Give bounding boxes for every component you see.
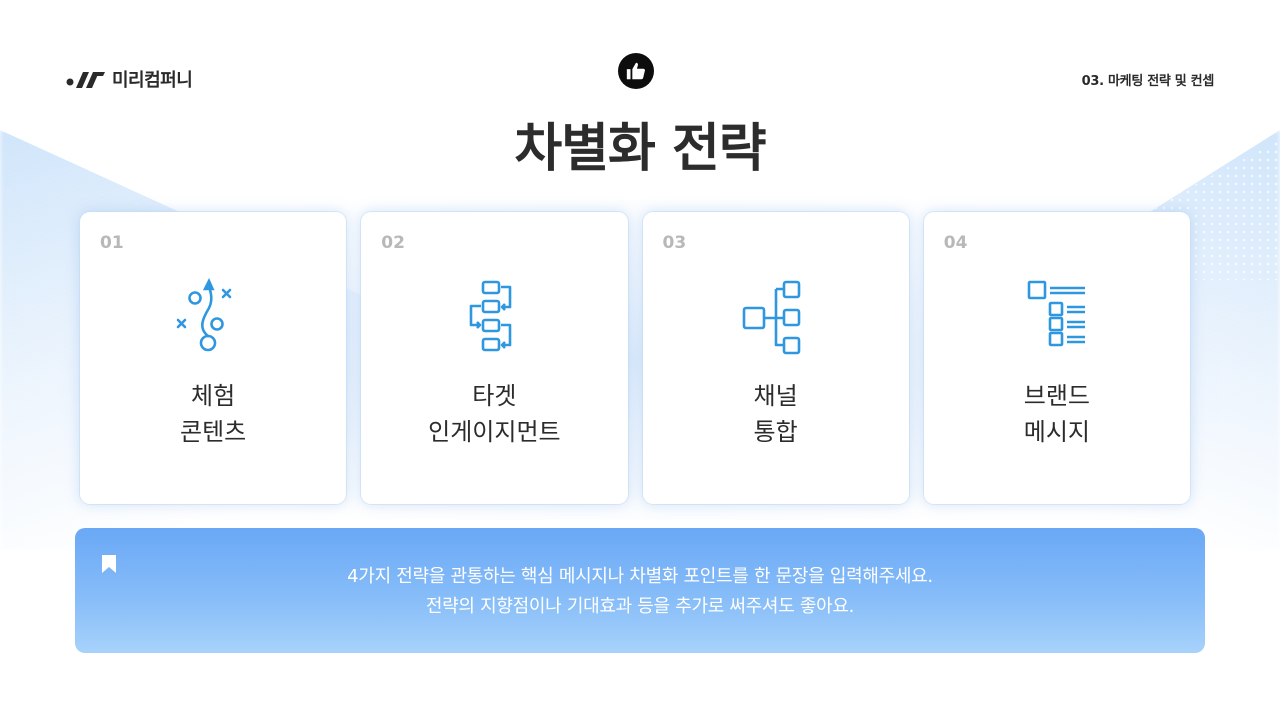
card-number: 02 [381, 233, 405, 253]
logo-text: 미리컴퍼니 [112, 70, 193, 91]
strategy-card-4: 04 브랜드 메시지 [923, 212, 1190, 504]
strategy-card-3: 03 채널 통합 [642, 212, 909, 504]
summary-box: 4가지 전략을 관통하는 핵심 메시지나 차별화 포인트를 한 문장을 입력해주… [75, 528, 1205, 653]
summary-line-1: 4가지 전략을 관통하는 핵심 메시지나 차별화 포인트를 한 문장을 입력해주… [347, 566, 933, 587]
checklist-icon [1027, 280, 1085, 347]
card-number: 04 [943, 233, 968, 253]
card-number: 03 [662, 233, 687, 253]
card-label: 체험 콘텐츠 [180, 382, 247, 446]
strategy-card-1: 01 체험 콘텐츠 [80, 212, 347, 504]
card-number: 01 [100, 233, 124, 253]
flow-steps-icon [470, 280, 512, 352]
card-label: 브랜드 메시지 [1023, 382, 1090, 446]
strategy-cards: 01 체험 콘텐츠 02 타 [80, 212, 1190, 504]
section-label: 03. 마케팅 전략 및 컨셉 [1081, 74, 1215, 89]
page-title: 차별화 전략 [514, 119, 766, 179]
logo-mark-icon [66, 72, 105, 88]
summary-line-2: 전략의 지향점이나 기대효과 등을 추가로 써주셔도 좋아요. [425, 596, 855, 617]
card-label: 타겟 인게이지먼트 [428, 382, 561, 446]
card-label: 채널 통합 [753, 382, 798, 446]
thumbs-up-icon [618, 53, 654, 89]
company-logo: 미리컴퍼니 [66, 66, 193, 92]
summary-text: 4가지 전략을 관통하는 핵심 메시지나 차별화 포인트를 한 문장을 입력해주… [75, 562, 1205, 622]
hierarchy-icon [742, 280, 800, 355]
strategy-card-2: 02 타겟 인게이지먼트 [361, 212, 628, 504]
bookmark-icon [102, 555, 116, 573]
strategy-play-icon [176, 278, 232, 352]
